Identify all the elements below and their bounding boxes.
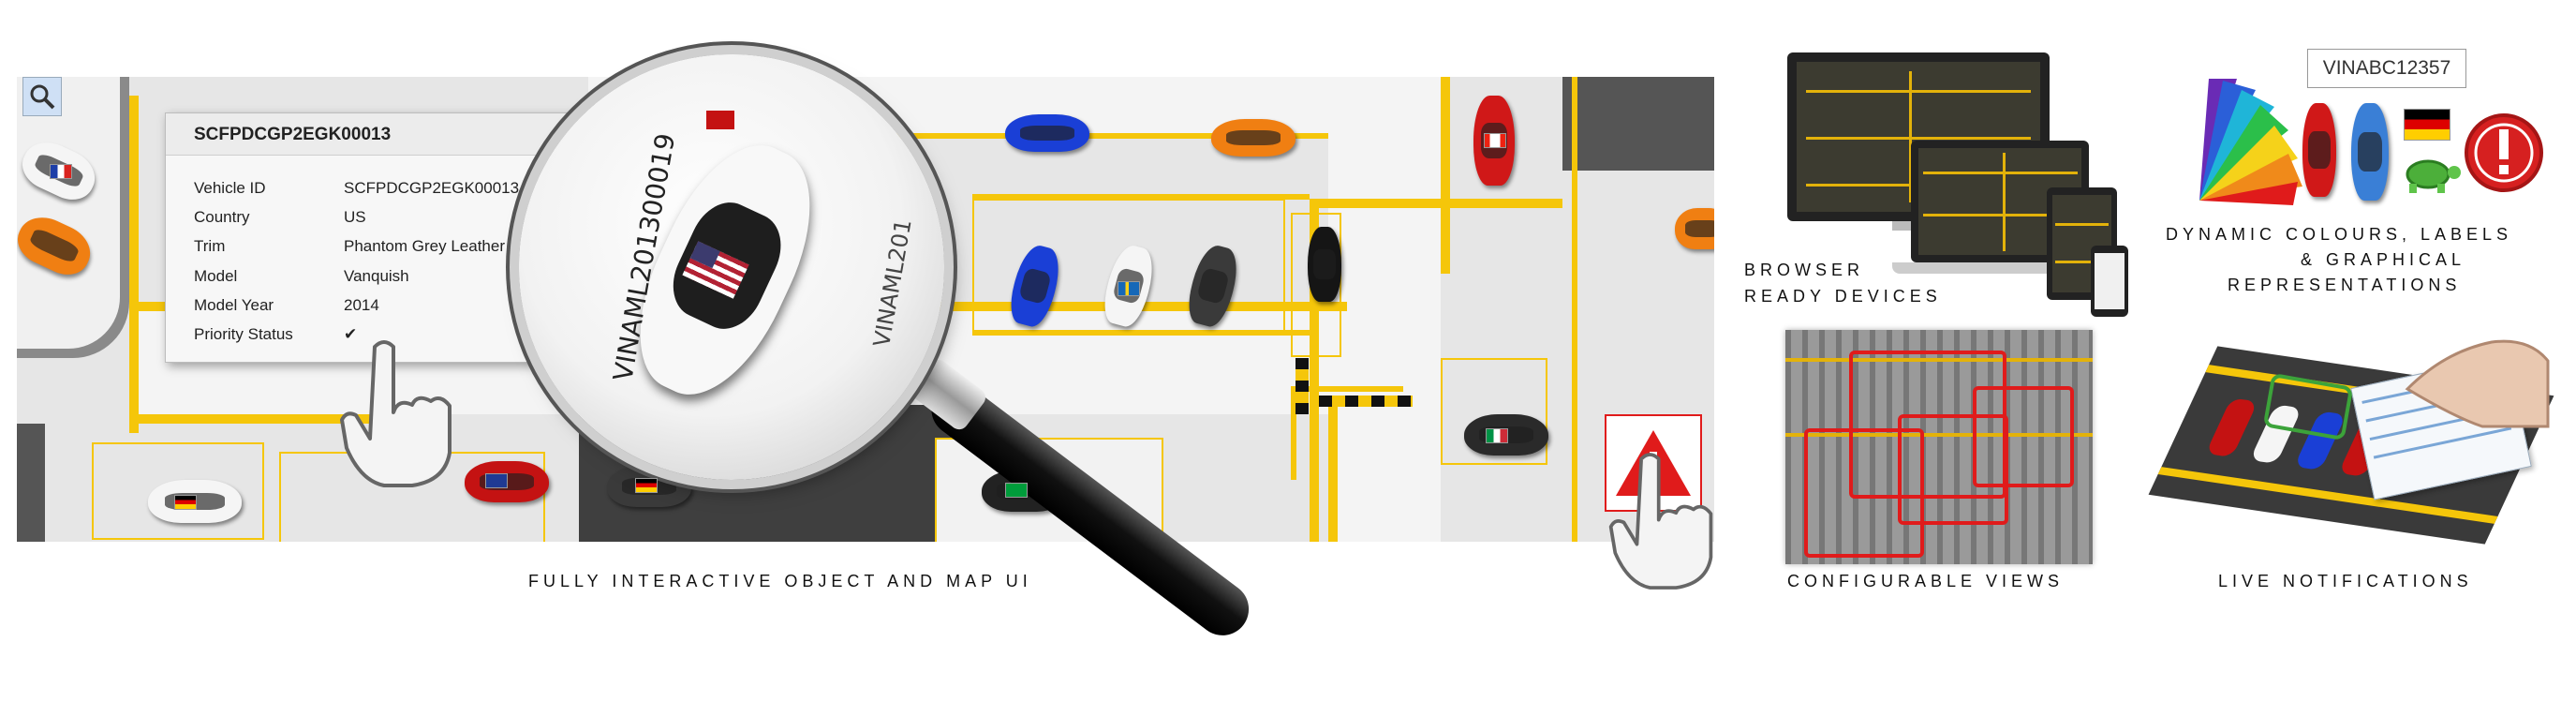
caption-dynamic-line2: & GRAPHICAL: [2301, 250, 2466, 269]
flag-marker-icon: [706, 111, 734, 129]
road-line: [1441, 77, 1450, 274]
view-frame[interactable]: [1804, 428, 1924, 558]
views-map-bg: [1785, 330, 2093, 564]
finger-touch-icon: [2405, 339, 2550, 428]
car-orange[interactable]: [1675, 208, 1714, 249]
turtle-icon: [2406, 159, 2461, 193]
road-line: [129, 96, 139, 433]
field-label: Model Year: [194, 296, 274, 314]
configurable-views-panel[interactable]: [1785, 330, 2093, 564]
caption-notifications: LIVE NOTIFICATIONS: [2218, 572, 2473, 590]
views-lane: [1785, 358, 2093, 362]
flag-uk-icon: [485, 473, 508, 488]
road-line: [129, 414, 410, 424]
flag-france-icon: [50, 164, 72, 179]
flag-germany-icon: [2404, 109, 2450, 141]
car-black[interactable]: [1308, 227, 1341, 302]
car-blue-icon: [2351, 103, 2389, 201]
wall-block: [17, 424, 45, 542]
field-value: Vanquish: [344, 267, 409, 285]
caption-main: FULLY INTERACTIVE OBJECT AND MAP UI: [528, 572, 1032, 590]
field-label: Country: [194, 208, 250, 226]
flag-italy-icon: [1486, 428, 1508, 443]
parking-bay: [972, 199, 1285, 334]
phone-screen: [2095, 253, 2124, 309]
caption-browser-line2: READY DEVICES: [1744, 287, 1942, 306]
parking-bay: [92, 442, 264, 540]
road-line: [972, 194, 1310, 200]
hand-pointer-icon: [340, 340, 452, 487]
magnifier-lens[interactable]: VINAML201300019 VINAML201: [519, 54, 944, 480]
field-label: Trim: [194, 237, 226, 255]
exclamation-icon: [2465, 113, 2543, 192]
field-value: 2014: [344, 296, 379, 314]
caption-dynamic-line3: REPRESENTATIONS: [2228, 276, 2462, 294]
views-lane: [1785, 433, 2093, 437]
road-line: [1291, 386, 1296, 480]
road-line: [1328, 396, 1338, 542]
car-orange[interactable]: [1211, 119, 1295, 157]
road-line: [1310, 199, 1319, 542]
field-value: Phantom Grey Leather: [344, 237, 505, 255]
flag-sweden-icon: [1118, 281, 1140, 296]
view-frame[interactable]: [1898, 414, 2008, 525]
field-label: Priority Status: [194, 325, 293, 343]
search-icon[interactable]: [22, 77, 62, 116]
road-line: [579, 133, 1328, 139]
flag-germany-icon: [174, 495, 197, 510]
side-lane: [1572, 77, 1714, 542]
wall-block: [1562, 77, 1714, 171]
flag-brazil-icon: [1005, 483, 1028, 498]
road-line: [1291, 386, 1403, 392]
phone-device: [2091, 246, 2128, 317]
car-red-icon: [2302, 103, 2336, 197]
vin-label-box: VINABC12357: [2307, 49, 2466, 88]
flag-germany-icon: [635, 478, 658, 493]
crossing-marking: [1319, 396, 1413, 407]
road-line: [1310, 199, 1562, 208]
popup-title: SCFPDCGP2EGK00013: [194, 125, 392, 144]
crossing-marking: [1295, 358, 1309, 414]
flag-canada-icon: [1484, 133, 1506, 148]
caption-browser-line1: BROWSER: [1744, 261, 1865, 279]
caption-dynamic-line1: DYNAMIC COLOURS, LABELS: [2166, 225, 2513, 244]
parking-bay: [1291, 213, 1341, 357]
field-value: SCFPDCGP2EGK00013: [344, 179, 520, 197]
field-label: Model: [194, 267, 238, 285]
caption-views: CONFIGURABLE VIEWS: [1787, 572, 2065, 590]
field-value: US: [344, 208, 366, 226]
field-label: Vehicle ID: [194, 179, 266, 197]
car-blue[interactable]: [1005, 114, 1089, 152]
hand-pointer-icon: [1608, 453, 1713, 590]
magnified-vin-side-label: VINAML201: [868, 217, 917, 350]
view-frame[interactable]: [1973, 386, 2074, 487]
ramp-inner: [17, 77, 120, 349]
parking-bay: [1441, 358, 1547, 465]
live-notifications-panel[interactable]: [2148, 333, 2554, 558]
color-swatch-icon: [2199, 79, 2302, 205]
map-road: [1328, 77, 1441, 542]
priority-check-icon: ✔: [344, 325, 358, 343]
